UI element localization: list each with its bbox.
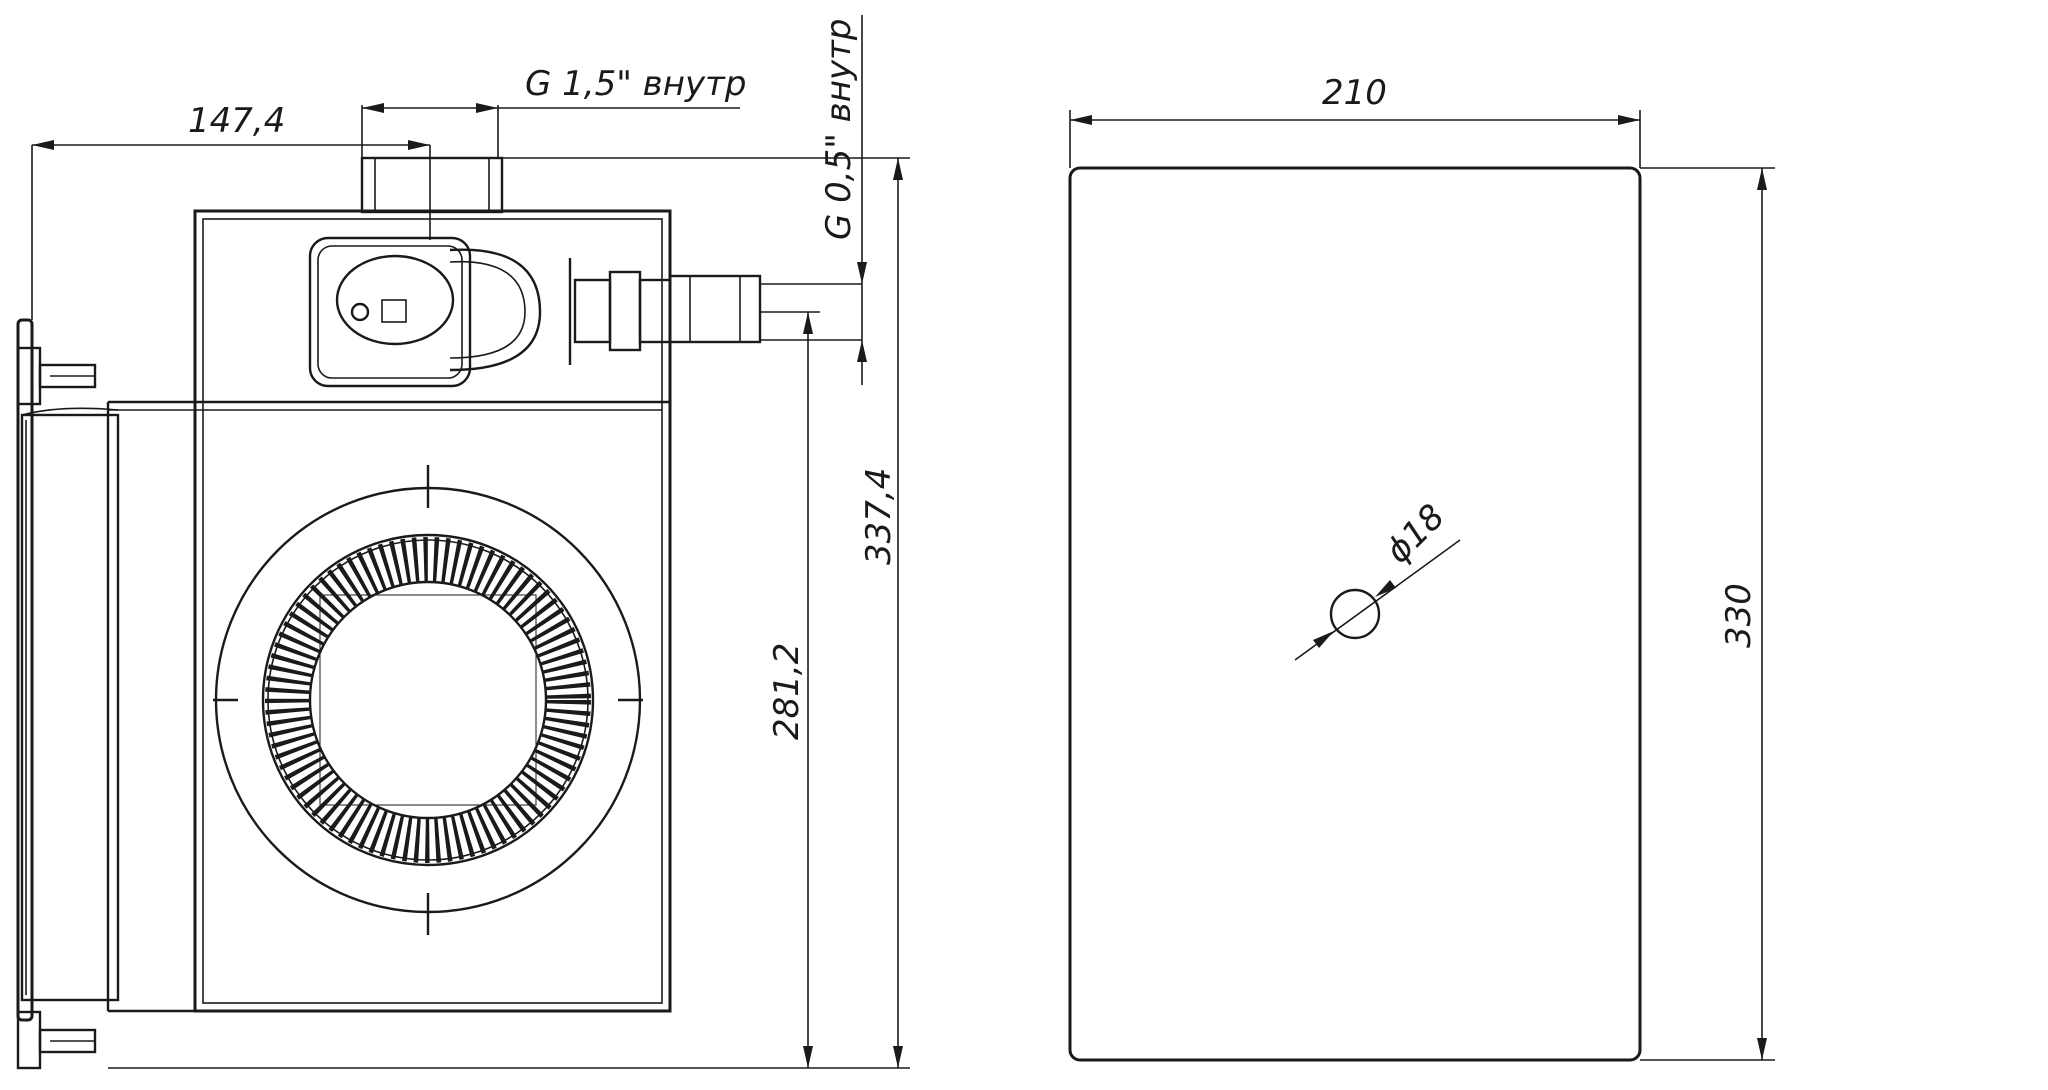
dimension-hole-diameter: ϕ18 [1294,497,1461,661]
right-view: ϕ18 210 330 [1068,73,1775,1062]
dim-label-phi18: ϕ18 [1378,497,1453,572]
valve-assembly [308,236,762,388]
dimension-inlet-thread: G 1,5" внутр [361,64,746,158]
dim-label-330: 330 [1719,583,1759,648]
dimension-147-4: 147,4 [31,101,431,320]
dim-label-337-4: 337,4 [859,468,899,565]
cover-plate [1068,166,1642,1062]
dim-label-281-2: 281,2 [767,643,807,740]
dimension-330: 330 [1640,167,1775,1061]
left-view: 147,4 G 1,5" внутр G 0,5" внутр 337,4 [16,15,910,1070]
dimension-210: 210 [1069,73,1641,168]
dim-label-g15: G 1,5" внутр [525,64,746,104]
top-inlet-pipe [360,156,504,214]
housing-body [106,209,672,1013]
center-hole [1329,588,1381,640]
dim-label-g05: G 0,5" внутр [819,19,859,240]
dimension-337-4: 337,4 [108,157,910,1069]
dimension-281-2: 281,2 [760,311,820,1068]
dim-label-147-4: 147,4 [188,101,285,141]
dim-label-210: 210 [1322,73,1387,113]
left-flange [16,318,120,1070]
round-grille [213,465,643,935]
dimension-side-thread: G 0,5" внутр [760,15,867,385]
